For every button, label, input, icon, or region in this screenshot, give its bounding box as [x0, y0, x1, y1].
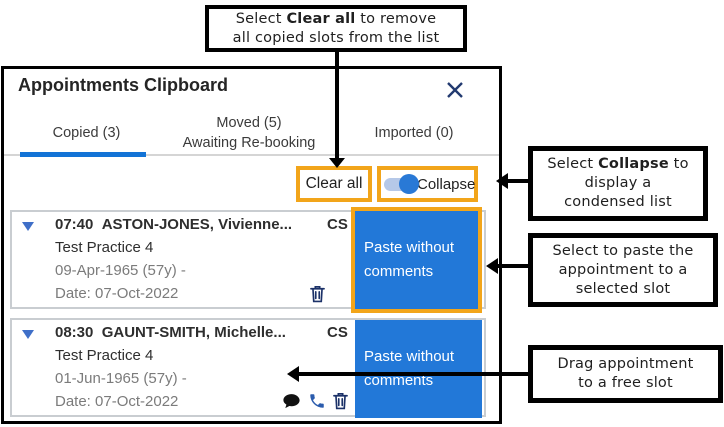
paste-without-comments-button[interactable]: Paste without comments — [351, 207, 482, 313]
paste-without-comments-button[interactable]: Paste without comments — [355, 320, 482, 418]
callout-clear-all: Select Clear all to remove all copied sl… — [205, 5, 467, 52]
appointment-code: CS — [327, 216, 348, 233]
tab-moved-line2: Awaiting Re-booking — [182, 135, 316, 151]
callout-drag-line2: to a free slot — [578, 375, 673, 391]
appointments-clipboard-panel: Appointments Clipboard Copied (3) Moved … — [1, 66, 502, 424]
panel-title: Appointments Clipboard — [18, 75, 228, 95]
toggle-track — [384, 173, 419, 194]
expand-triangle-icon[interactable] — [22, 222, 34, 231]
callout-collapse-line2: display a — [584, 175, 652, 191]
appointment-date: Date: 07-Oct-2022 — [55, 285, 179, 302]
trash-icon[interactable] — [330, 390, 351, 412]
callout-clear-all-line1: Select Clear all to remove — [235, 10, 437, 27]
trash-icon[interactable] — [307, 283, 328, 305]
appointment-practice: Test Practice 4 — [55, 347, 154, 364]
paste-button-label: Paste without comments — [364, 239, 455, 280]
chat-icon[interactable] — [282, 393, 301, 410]
phone-icon[interactable] — [308, 392, 326, 410]
arrow-head-to-paste-button — [486, 258, 498, 274]
toggle-knob — [399, 173, 419, 194]
clear-all-button[interactable]: Clear all — [296, 166, 372, 202]
arrow-head-to-clear-all — [329, 158, 345, 168]
callout-paste-line3: selected slot — [575, 280, 671, 297]
appointment-practice: Test Practice 4 — [55, 239, 154, 256]
arrow-head-to-appointment — [287, 366, 299, 382]
tab-imported[interactable]: Imported (0) — [374, 125, 454, 141]
callout-clear-all-line2: all copied slots from the list — [232, 29, 440, 46]
callout-paste: Select to paste the appointment to a sel… — [528, 233, 718, 307]
callout-collapse-line1: Select Collapse to — [547, 156, 689, 172]
appointment-code: CS — [327, 324, 348, 341]
collapse-toggle[interactable]: Collapse — [377, 166, 478, 202]
paste-button-label: Paste without comments — [364, 348, 455, 389]
callout-collapse: Select Collapse to display a condensed l… — [528, 146, 708, 221]
arrow-line-to-paste-button — [498, 264, 528, 268]
tabs-separator — [4, 154, 499, 156]
callout-collapse-line3: condensed list — [564, 194, 672, 210]
callout-drag: Drag appointment to a free slot — [528, 345, 723, 403]
tab-moved[interactable]: Moved (5) Awaiting Re-booking — [159, 113, 339, 153]
callout-paste-line2: appointment to a — [558, 261, 688, 278]
active-tab-indicator — [20, 152, 146, 157]
appointment-date: Date: 07-Oct-2022 — [55, 393, 179, 410]
appointment-dob: 01-Jun-1965 (57y) - — [55, 370, 187, 387]
arrow-line-to-appointment — [299, 372, 528, 376]
collapse-label: Collapse — [417, 175, 476, 193]
callout-drag-line1: Drag appointment — [557, 356, 694, 372]
appointment-name: ASTON-JONES, Vivienne... — [101, 216, 293, 233]
arrow-head-to-collapse — [496, 173, 508, 189]
tab-copied[interactable]: Copied (3) — [52, 125, 121, 141]
tab-moved-line1: Moved (5) — [216, 115, 282, 131]
appointment-time: 08:30 — [55, 324, 94, 341]
close-icon[interactable] — [442, 77, 468, 103]
appointment-dob: 09-Apr-1965 (57y) - — [55, 262, 186, 279]
arrow-line-to-clear-all — [335, 50, 339, 160]
callout-paste-line1: Select to paste the — [552, 242, 694, 259]
expand-triangle-icon[interactable] — [22, 330, 34, 339]
appointment-time: 07:40 — [55, 216, 94, 233]
arrow-line-to-collapse — [508, 179, 528, 183]
appointment-name: GAUNT-SMITH, Michelle... — [101, 324, 286, 341]
